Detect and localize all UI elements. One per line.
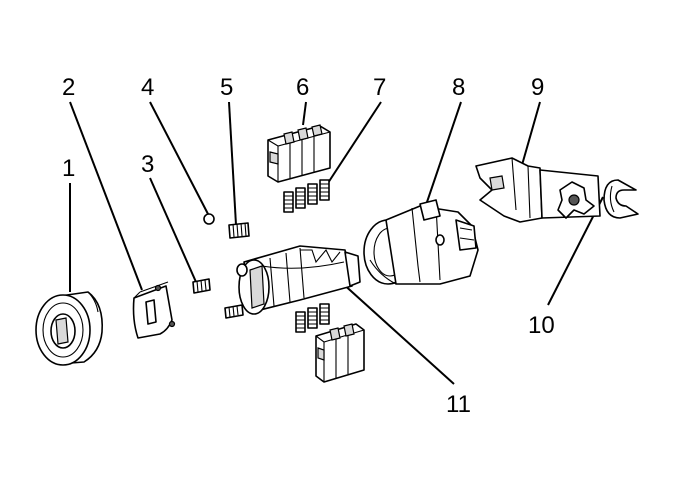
- part-5-spring: [228, 222, 250, 239]
- part-11-lock-cylinder: [236, 245, 361, 315]
- callout-4: 4: [141, 74, 154, 101]
- part-3-spring: [192, 278, 211, 294]
- spring-lower-left: [224, 304, 244, 319]
- leader-line-9: [521, 101, 541, 166]
- callout-10: 10: [528, 312, 555, 339]
- part-8-housing: [363, 199, 479, 285]
- leader-line-6: [302, 101, 307, 126]
- tumblers-lower-stack: [315, 323, 365, 383]
- part-7-springs: [283, 179, 330, 213]
- callout-9: 9: [531, 74, 544, 101]
- callout-11: 11: [446, 391, 471, 418]
- callout-3: 3: [141, 151, 154, 178]
- part-1-bezel: [35, 291, 104, 366]
- leader-line-11: [340, 281, 455, 385]
- leader-line-2: [69, 101, 143, 291]
- callout-1: 1: [62, 155, 75, 182]
- part-2-retainer-plate: [132, 281, 176, 339]
- callout-8: 8: [452, 74, 465, 101]
- leader-line-8: [425, 101, 462, 206]
- leader-line-4: [149, 101, 209, 215]
- part-4-ball: [203, 213, 215, 225]
- leader-line-3: [149, 177, 197, 283]
- callout-5: 5: [220, 74, 233, 101]
- leader-line-7: [325, 101, 382, 187]
- part-9-lever: [475, 157, 601, 223]
- part-10-clip: [603, 179, 639, 219]
- callout-7: 7: [373, 74, 386, 101]
- callout-2: 2: [62, 74, 75, 101]
- springs-lower-group: [295, 303, 330, 333]
- leader-line-5: [228, 101, 237, 226]
- part-6-tumblers: [267, 124, 331, 183]
- callout-6: 6: [296, 74, 309, 101]
